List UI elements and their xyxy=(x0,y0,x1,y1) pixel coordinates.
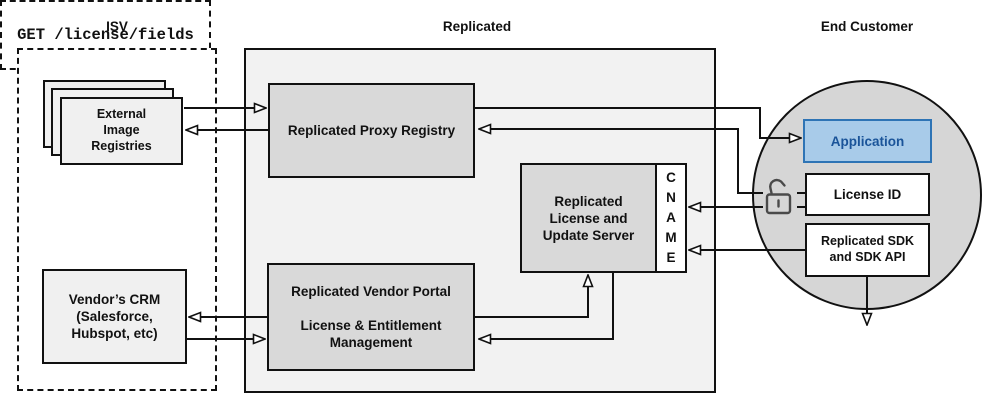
license-update-server-node: Replicated License and Update Server xyxy=(520,163,657,273)
replicated-sdk-label: Replicated SDK and SDK API xyxy=(820,234,915,264)
arrow-license-server-to-portal xyxy=(479,273,614,339)
section-title-end-customer: End Customer xyxy=(820,19,914,34)
external-image-registries-node: External Image Registries xyxy=(60,97,183,165)
replicated-sdk-node: Replicated SDK and SDK API xyxy=(805,223,930,277)
cname-label: C N A M E xyxy=(665,170,677,265)
proxy-registry-node: Replicated Proxy Registry xyxy=(268,83,475,178)
license-id-node: License ID xyxy=(805,173,930,216)
vendor-portal-node: Replicated Vendor Portal License & Entit… xyxy=(267,263,475,371)
arrow-proxy-to-application xyxy=(475,107,801,138)
arrow-licenseid-to-proxy xyxy=(479,129,763,194)
proxy-registry-label: Replicated Proxy Registry xyxy=(287,123,456,138)
cname-strip: C N A M E xyxy=(655,163,687,273)
application-label: Application xyxy=(830,133,905,149)
section-title-isv: ISV xyxy=(106,19,128,34)
license-update-server-label: Replicated License and Update Server xyxy=(542,193,635,243)
vendor-crm-node: Vendor’s CRM (Salesforce, Hubspot, etc) xyxy=(42,269,187,364)
vendor-crm-label: Vendor’s CRM (Salesforce, Hubspot, etc) xyxy=(68,292,161,341)
open-padlock-icon xyxy=(765,178,792,215)
vendor-portal-label: Replicated Vendor Portal License & Entit… xyxy=(291,284,451,350)
section-title-replicated: Replicated xyxy=(442,19,512,34)
get-license-fields-label: GET /license/fields xyxy=(17,26,194,44)
application-node: Application xyxy=(803,119,932,163)
license-id-label: License ID xyxy=(833,187,902,202)
external-image-registries-label: External Image Registries xyxy=(91,107,152,153)
arrow-portal-to-license-server xyxy=(475,275,588,318)
